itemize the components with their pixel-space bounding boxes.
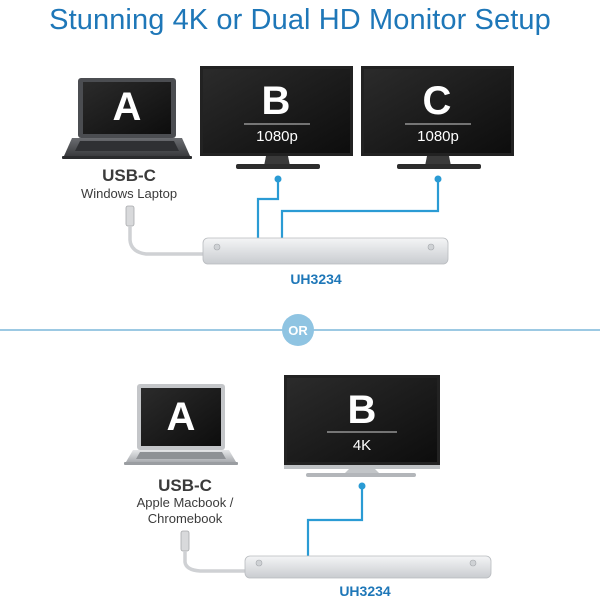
- monitor-letter-c: C: [423, 79, 452, 123]
- laptop-port-label: USB-C: [158, 476, 212, 495]
- monitor-c: [361, 66, 514, 169]
- docking-station: [244, 555, 492, 579]
- usb-c-cable: [125, 205, 206, 256]
- laptop-description-line2: Chromebook: [148, 511, 223, 526]
- monitor-resolution: 1080p: [417, 128, 459, 145]
- monitor-b: [200, 66, 353, 169]
- laptop-description-line1: Apple Macbook /: [137, 495, 234, 510]
- monitor-resolution: 1080p: [256, 128, 298, 145]
- hdmi-cables: [256, 175, 442, 238]
- monitor-letter-b: B: [348, 388, 377, 432]
- monitor-resolution: 4K: [353, 437, 371, 454]
- dock-model-label: UH3234: [339, 583, 391, 599]
- windows-laptop: [62, 78, 192, 159]
- usb-c-cable: [180, 530, 246, 573]
- dock-model-label: UH3234: [290, 271, 342, 287]
- or-divider: [0, 314, 600, 346]
- monitor-b-4k: [284, 375, 440, 477]
- page-title: Stunning 4K or Dual HD Monitor Setup: [49, 4, 551, 36]
- hdmi-cable: [306, 482, 366, 556]
- laptop-description: Windows Laptop: [81, 186, 177, 201]
- monitor-letter-b: B: [262, 79, 291, 123]
- macbook-laptop: [124, 384, 238, 465]
- laptop-letter-a: A: [113, 85, 142, 129]
- docking-station: [202, 237, 449, 265]
- laptop-port-label: USB-C: [102, 166, 156, 185]
- laptop-letter-a: A: [167, 395, 196, 439]
- or-label: OR: [288, 323, 308, 338]
